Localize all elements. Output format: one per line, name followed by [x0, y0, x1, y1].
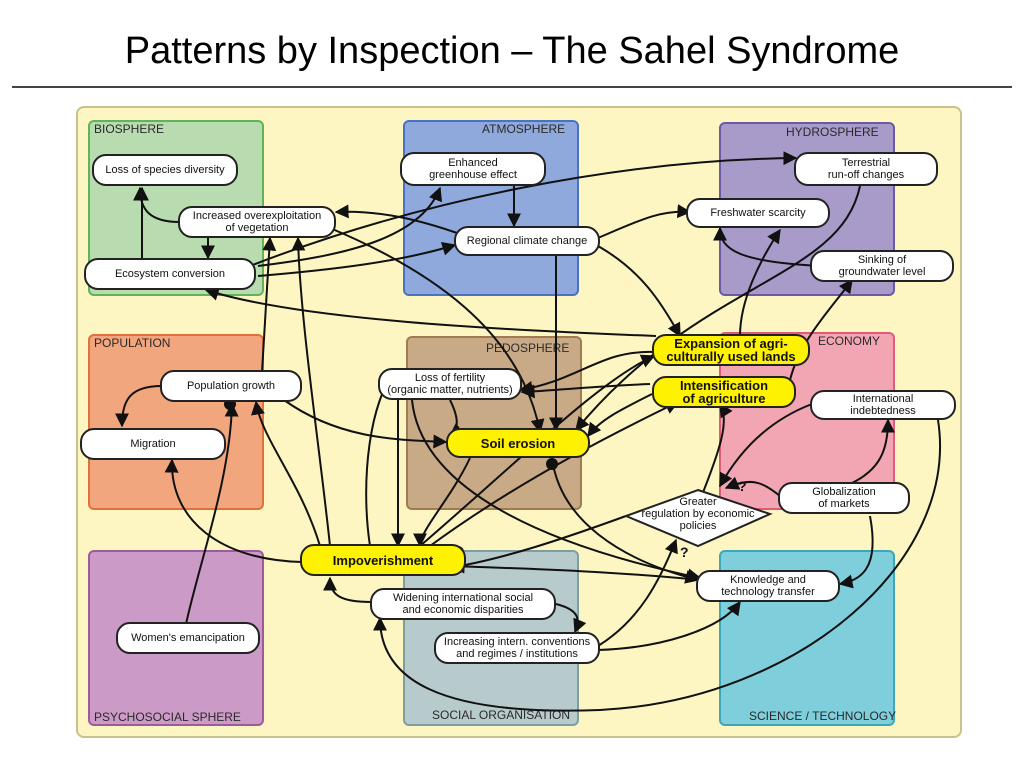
link-popgrowth-overexploit [261, 236, 277, 373]
link-regional-expansion [597, 245, 681, 338]
node-runoff-changes[interactable]: Terrestrial run-off changes [794, 152, 938, 186]
node-species-diversity[interactable]: Loss of species diversity [92, 154, 238, 186]
link-disparities-impoverishment [323, 576, 373, 603]
economy-label: ECONOMY [818, 334, 881, 348]
link-knowledge-impoverishment [450, 559, 701, 581]
link-intensification-fertility [520, 383, 651, 399]
node-freshwater-scarcity[interactable]: Freshwater scarcity [686, 198, 830, 228]
dot-erosion [546, 458, 558, 470]
node-knowledge-transfer[interactable]: Knowledge and technology transfer [696, 570, 840, 602]
link-erosion-impoverishment [413, 457, 471, 548]
link-conventions-regulation [597, 538, 678, 647]
node-greenhouse-effect[interactable]: Enhanced greenhouse effect [400, 152, 546, 186]
biosphere-label: BIOSPHERE [94, 122, 165, 136]
node-widening-disparities[interactable]: Widening international social and econom… [370, 588, 556, 620]
regulation-diamond [623, 488, 773, 548]
link-fertility-erosion-2 [411, 399, 702, 583]
link-globalization-knowledge [838, 515, 874, 589]
title-rule [12, 86, 1012, 88]
link-impoverishment-overexploit [291, 236, 331, 547]
node-globalization-markets[interactable]: Globalization of markets [778, 482, 910, 514]
population-label: POPULATION [94, 336, 171, 350]
hydrosphere-label: HYDROSPHERE [786, 125, 879, 139]
link-regulation-impoverishment [446, 515, 627, 573]
social-organisation-label: SOCIAL ORGANISATION [432, 708, 571, 722]
node-ecosystem-conversion[interactable]: Ecosystem conversion [84, 258, 256, 290]
link-impoverishment-migration [164, 458, 303, 563]
node-greater-regulation[interactable]: Greater regulation by economic policies [641, 496, 755, 532]
link-impoverishment-intensification [429, 401, 680, 547]
pedosphere-label: PEDOSPHERE [486, 341, 570, 355]
link-expansion-fertility [518, 350, 655, 395]
atmosphere-label: ATMOSPHERE [482, 122, 566, 136]
link-ecosystem-regional [257, 242, 457, 277]
page-title: Patterns by Inspection – The Sahel Syndr… [124, 30, 900, 72]
node-population-growth[interactable]: Population growth [160, 370, 302, 402]
question-mark-lower: ? [680, 544, 689, 560]
link-ecosystem-runoff [249, 151, 798, 267]
science-technology-label: SCIENCE / TECHNOLOGY [749, 709, 897, 723]
node-migration[interactable]: Migration [80, 428, 226, 460]
link-indebtedness-disparities [373, 419, 941, 712]
link-expansion-ecosystem [204, 287, 657, 337]
link-ecosystem-greenhouse [257, 186, 442, 267]
link-popgrowth-erosion [283, 399, 448, 449]
link-regional-freshwater [597, 204, 692, 239]
node-loss-fertility[interactable]: Loss of fertility (organic matter, nutri… [378, 368, 522, 400]
node-overexploitation[interactable]: Increased overexploitation of vegetation [178, 206, 336, 238]
link-conventions-knowledge [597, 600, 741, 651]
node-regional-climate[interactable]: Regional climate change [454, 226, 600, 256]
link-intensification-groundwater [789, 278, 853, 381]
node-groundwater-level[interactable]: Sinking of groundwater level [810, 250, 954, 282]
node-soil-erosion[interactable]: Soil erosion [446, 428, 590, 458]
node-increasing-conventions[interactable]: Increasing intern. conventions and regim… [434, 632, 600, 664]
link-globalization-indebtedness [849, 418, 895, 485]
link-regulation-intensification [699, 402, 733, 501]
link-expansion-freshwater [739, 228, 781, 337]
link-disparities-conventions [555, 603, 587, 634]
node-impoverishment[interactable]: Impoverishment [300, 544, 466, 576]
link-intensification-erosion [587, 393, 653, 438]
link-indebtedness-regulation [719, 403, 813, 488]
node-intensification[interactable]: Intensification of agriculture [652, 376, 796, 408]
link-popgrowth-migration [115, 385, 163, 428]
link-runoff-erosion [575, 185, 861, 432]
question-mark-upper: ? [738, 478, 747, 494]
link-women-popgrowth [185, 402, 239, 625]
node-expansion-agri[interactable]: Expansion of agri- culturally used lands [652, 334, 810, 366]
node-womens-emancipation[interactable]: Women's emancipation [116, 622, 260, 654]
node-international-indebtedness[interactable]: International indebtedness [810, 390, 956, 420]
psychosocial-label: PSYCHOSOCIAL SPHERE [94, 710, 241, 724]
link-overexploit-species [133, 186, 181, 223]
link-globalization-regulation [724, 476, 781, 497]
link-impoverishment-popgrowth [251, 400, 321, 547]
link-impoverishment-expansion [419, 354, 656, 547]
